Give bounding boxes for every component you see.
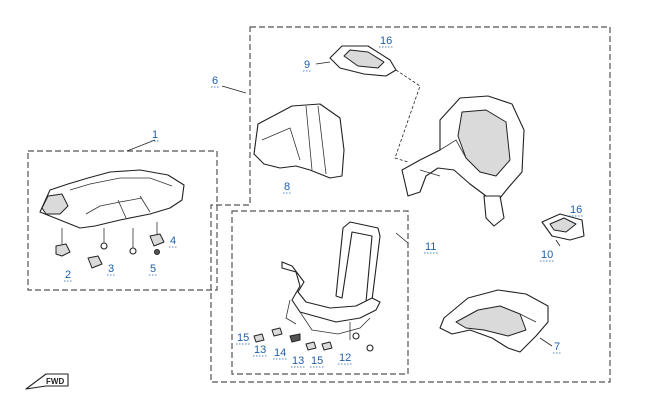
front-seat: [39, 169, 185, 229]
small-handle-cover: [541, 213, 585, 247]
rear-seat-cushion: [439, 289, 553, 353]
callout-6: 6: [212, 75, 218, 87]
backrest-frame-group-box: [231, 210, 409, 375]
callout-7: 7: [554, 341, 560, 353]
callout-15-left: 15: [237, 332, 249, 344]
forward-direction-arrow: FWD: [25, 373, 69, 390]
callout-12: 12: [339, 352, 351, 364]
seat-washer: [129, 228, 137, 255]
front-seat-group-box: [27, 150, 218, 291]
callout-14: 14: [274, 347, 286, 359]
callout-16-right: 16: [570, 204, 582, 216]
callout-5: 5: [150, 263, 156, 275]
callout-4: 4: [170, 235, 176, 247]
callout-13-left: 13: [254, 344, 266, 356]
forward-arrow-label: FWD: [46, 377, 64, 386]
callout-9: 9: [304, 59, 310, 71]
backrest-pad: [253, 103, 345, 179]
callout-11: 11: [425, 241, 436, 253]
backrest-frame: [281, 221, 381, 340]
callout-8: 8: [284, 181, 290, 193]
callout-16-top: 16: [380, 35, 392, 47]
callout-10: 10: [541, 249, 553, 261]
callout-13-right: 13: [292, 355, 304, 367]
callout-1: 1: [152, 129, 158, 141]
callout-3: 3: [108, 263, 114, 275]
grab-handle: [315, 45, 421, 163]
seat-latch: [149, 222, 165, 255]
callout-15-right: 15: [311, 355, 323, 367]
rear-seat-group-box: [210, 26, 611, 383]
rear-backrest-shell: [401, 95, 525, 227]
seat-bracket-left: [55, 228, 71, 257]
callout-2: 2: [65, 269, 71, 281]
seat-bracket-center: [87, 228, 108, 269]
frame-fastener-set: [253, 327, 374, 352]
